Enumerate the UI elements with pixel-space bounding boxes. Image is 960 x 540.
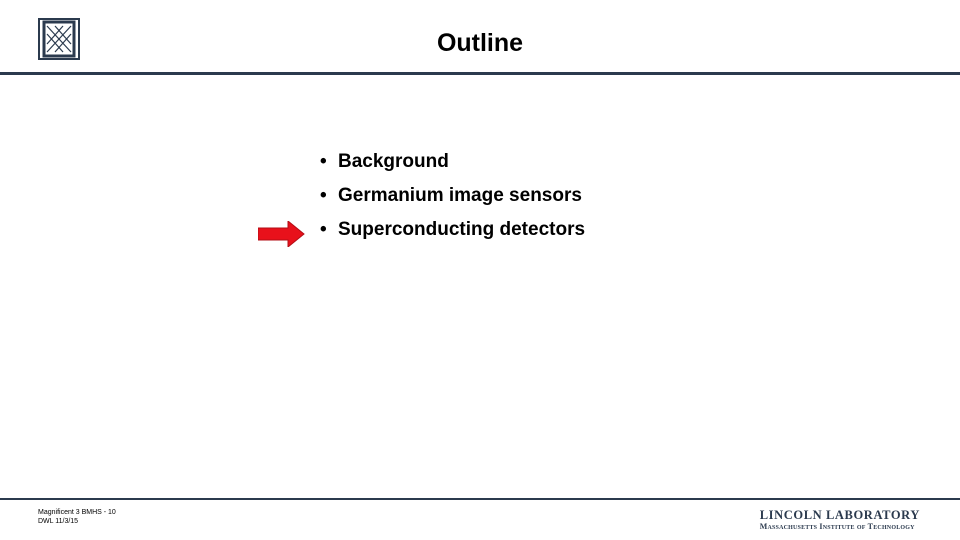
slide-title: Outline	[0, 28, 960, 58]
outline-item-label: Germanium image sensors	[338, 185, 582, 206]
bullet-icon: •	[320, 219, 327, 240]
header-divider	[0, 72, 960, 75]
bullet-icon: •	[320, 185, 327, 206]
footer-lab-wordmark: LINCOLN LABORATORY Massachusetts Institu…	[760, 508, 920, 532]
footer-slide-info: Magnificent 3 BMHS - 10 DWL 11/3/15	[38, 508, 116, 526]
institute-name: Massachusetts Institute of Technology	[759, 522, 915, 531]
footer-divider	[0, 498, 960, 500]
lincoln-lab-logo-icon	[38, 18, 80, 60]
footer-slide-id: Magnificent 3 BMHS - 10	[38, 509, 116, 516]
outline-item-superconducting: • Superconducting detectors	[320, 218, 585, 242]
bullet-icon: •	[320, 151, 327, 172]
right-arrow-icon	[258, 221, 305, 247]
outline-item-germanium: • Germanium image sensors	[320, 184, 585, 208]
outline-item-label: Superconducting detectors	[338, 219, 586, 240]
outline-item-background: • Background	[320, 150, 585, 174]
outline-item-label: Background	[338, 151, 449, 172]
slide-title-text: Outline	[436, 29, 524, 57]
footer-author-date: DWL 11/3/15	[38, 518, 79, 525]
outline-list: • Background • Germanium image sensors • Su…	[320, 150, 585, 252]
lab-name: LINCOLN LABORATORY	[759, 508, 920, 522]
